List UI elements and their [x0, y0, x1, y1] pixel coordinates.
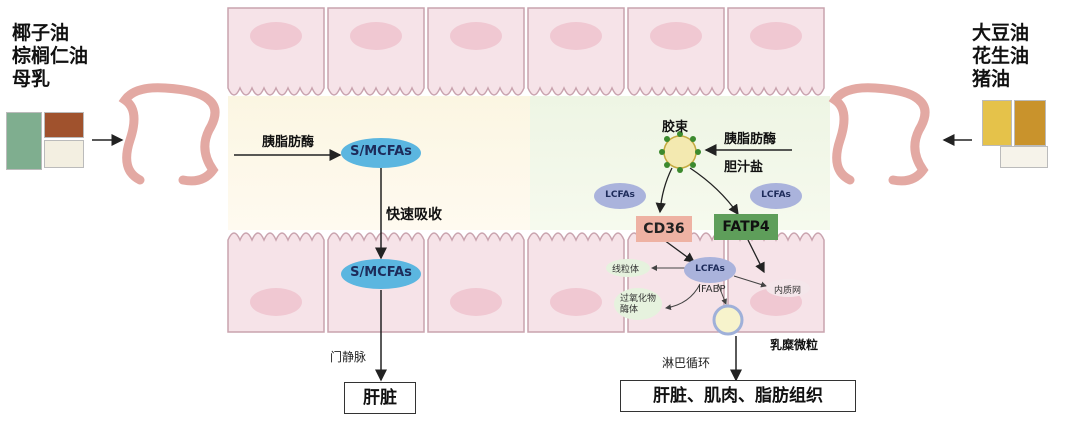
fatp4-label: FATP4	[722, 219, 770, 235]
right-enzyme-label: 胰脂肪酶	[724, 132, 777, 147]
arrow-micelle-to-fatp4	[689, 167, 739, 216]
chylomicron-label: 乳糜微粒	[770, 338, 819, 352]
arrow-to-chylomicron	[717, 283, 727, 305]
right-food-images	[982, 100, 1072, 170]
right-food-list: 大豆油 花生油 猪油	[972, 22, 1029, 91]
arrow-cd36-to-lcfa	[663, 239, 696, 263]
food-label: 母乳	[12, 68, 51, 90]
coconut-oil-jar-image	[6, 112, 42, 170]
portal-vein-label: 门静脉	[330, 350, 367, 364]
food-label: 大豆油	[972, 22, 1030, 44]
smcfa-bottom-shape	[341, 259, 421, 289]
lcfa-left-shape	[594, 183, 646, 209]
food-label: 花生油	[972, 45, 1030, 67]
fatp4-box	[714, 214, 778, 240]
cd36-label: CD36	[643, 221, 685, 237]
lard-image	[1000, 146, 1048, 168]
lcfa-right-label: LCFAs	[761, 190, 791, 200]
breast-milk-image	[44, 140, 84, 168]
mitochondria-label: 线粒体	[612, 265, 640, 275]
arrow-fatp4-to-er	[747, 239, 765, 274]
food-label: 猪油	[972, 68, 1011, 90]
tissues-box: 肝脏、肌肉、脂肪组织	[620, 380, 856, 412]
er-label: 内质网	[774, 286, 802, 296]
micelle-icon	[659, 131, 701, 173]
palm-kernel-image	[44, 112, 84, 138]
food-label: 棕榈仁油	[12, 45, 89, 67]
cd36-box	[636, 216, 692, 242]
lcfa-inner-label: LCFAs	[695, 264, 725, 274]
smcfa-bottom-label: S/MCFAs	[350, 265, 412, 280]
food-label: 椰子油	[12, 22, 70, 44]
micelle-label: 胶束	[662, 120, 689, 135]
intestine-icon	[828, 83, 930, 186]
arrow-micelle-to-cd36	[655, 167, 673, 214]
lcfa-inner-shape	[684, 257, 736, 283]
er-shape	[766, 279, 810, 297]
chylomicron-icon	[712, 304, 744, 336]
smcfa-top-label: S/MCFAs	[350, 144, 412, 159]
liver-box: 肝脏	[344, 382, 416, 414]
smcfa-top-shape	[341, 138, 421, 168]
fast-absorption-label: 快速吸收	[386, 207, 442, 223]
arrow-lcfa-to-er	[733, 275, 767, 288]
top-epithelium	[227, 7, 825, 96]
top-nuclei	[250, 22, 802, 50]
bile-salt-label: 胆汁盐	[724, 160, 764, 175]
arrow-lcfa-to-peroxisome	[665, 283, 701, 311]
lcfa-left-label: LCFAs	[605, 190, 635, 200]
ifabp-label: IFABP	[698, 284, 726, 295]
left-food-list: 椰子油 棕榈仁油 母乳	[12, 22, 88, 91]
mitochondria-shape	[606, 259, 650, 277]
left-enzyme-label: 胰脂肪酶	[262, 135, 315, 150]
soybean-oil-bottle-image	[982, 100, 1012, 146]
left-food-images	[6, 108, 86, 172]
lymph-label: 淋巴循环	[662, 356, 711, 370]
lcfa-right-shape	[750, 183, 802, 209]
peanut-oil-bottle-image	[1014, 100, 1046, 146]
peroxisome-shape	[614, 288, 662, 320]
intestine-icon	[118, 83, 220, 186]
peroxisome-label: 过氧化物酶体	[620, 294, 657, 315]
